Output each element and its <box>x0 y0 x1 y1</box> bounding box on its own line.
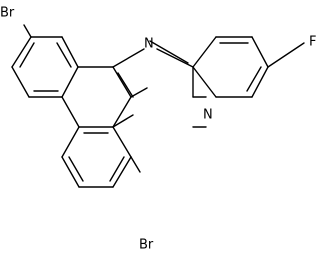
bond <box>68 156 84 182</box>
atom-f-right: F <box>309 35 316 50</box>
bond <box>117 72 134 98</box>
bond <box>246 66 262 92</box>
bond <box>112 114 134 128</box>
bond <box>19 42 35 68</box>
bond <box>192 66 217 98</box>
atom-n-top: N <box>144 37 154 52</box>
bond <box>109 156 125 182</box>
bond <box>11 36 32 68</box>
bond <box>112 66 132 98</box>
bond <box>61 156 80 188</box>
bond <box>112 126 132 158</box>
bond <box>130 156 141 173</box>
bond <box>156 48 194 68</box>
bonds <box>11 24 305 188</box>
bond <box>112 96 132 128</box>
bond <box>61 36 79 68</box>
atom-n-bottom: N <box>203 108 213 123</box>
bond <box>23 24 32 38</box>
bond <box>112 156 132 188</box>
bond <box>61 66 79 98</box>
bond <box>61 96 80 128</box>
bond <box>56 42 72 68</box>
atom-br-bottom: Br <box>139 238 154 253</box>
bond <box>149 40 189 64</box>
atom-labels: Br Br N N F <box>0 6 316 253</box>
bond <box>11 66 30 98</box>
bond <box>61 126 80 158</box>
bond <box>251 66 269 98</box>
bond <box>130 87 148 98</box>
bond <box>251 36 269 68</box>
bond <box>192 36 217 68</box>
atom-br-top: Br <box>0 6 15 21</box>
bond <box>112 48 145 68</box>
bond <box>267 42 305 68</box>
